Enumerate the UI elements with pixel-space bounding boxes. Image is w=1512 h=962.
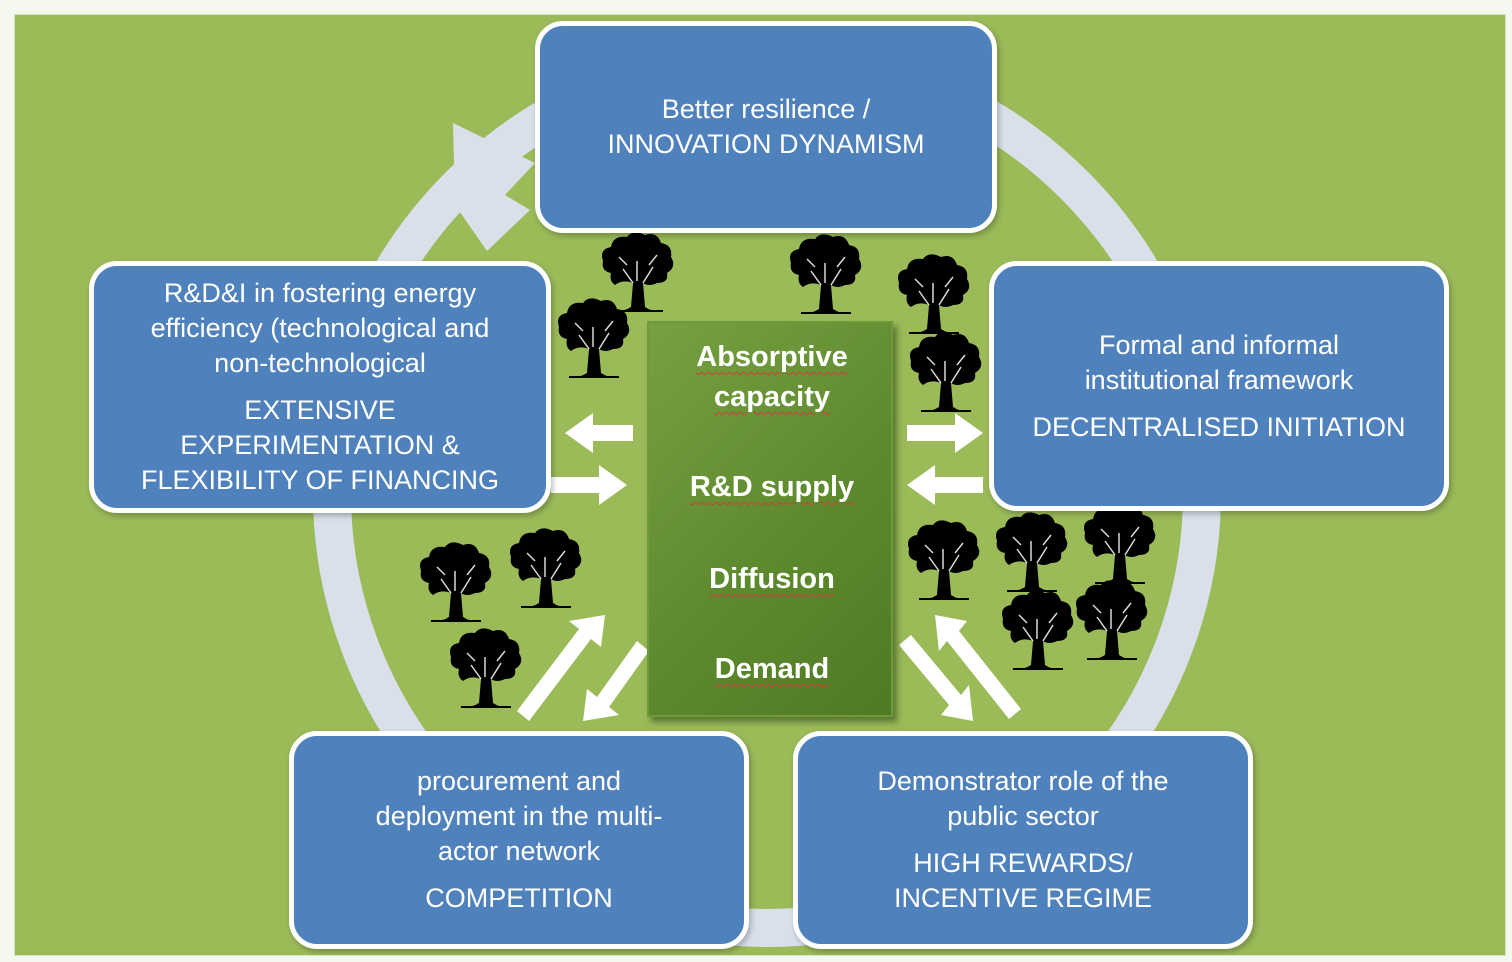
box-text: R&D&I in fostering energy <box>163 278 477 308</box>
box-caption: COMPETITION <box>425 883 613 913</box>
box-text: institutional framework <box>1084 364 1354 395</box>
double-arrow-bottom-left <box>517 615 649 721</box>
box-text: public sector <box>947 801 1099 831</box>
tree-icon <box>789 233 863 314</box>
box-text: procurement and <box>416 766 622 796</box>
tree-icon <box>557 297 631 378</box>
center-item-diffusion: Diffusion <box>709 563 835 595</box>
center-item-absorptive: Absorptive <box>696 341 848 373</box>
diagram-canvas: Better resilience / INNOVATION DYNAMISM … <box>14 14 1506 956</box>
box-caption: DECENTRALISED INITIATION <box>1032 411 1406 442</box>
tree-icon <box>907 519 981 600</box>
double-arrow-bottom-right <box>899 615 1021 721</box>
box-text: Better resilience / <box>661 94 871 124</box>
tree-icon <box>1083 503 1157 584</box>
tree-icon <box>1001 589 1075 670</box>
tree-icon <box>995 511 1069 592</box>
box-caption: FLEXIBILITY OF FINANCING <box>140 465 500 495</box>
box-procurement-competition: procurement and deployment in the multi-… <box>289 731 749 949</box>
box-institutional-framework: Formal and informal institutional framew… <box>989 261 1449 511</box>
box-text: non-technological <box>214 348 426 378</box>
box-caption: EXTENSIVE <box>244 395 396 425</box>
center-item-rd-supply: R&D supply <box>689 471 855 503</box>
tree-icon <box>419 541 493 622</box>
box-caption: INNOVATION DYNAMISM <box>607 129 925 159</box>
box-text: efficiency (technological and <box>150 313 490 343</box>
center-innovation-factors: Absorptive capacity R&D supply Diffusion… <box>647 321 893 717</box>
tree-icon <box>449 627 523 708</box>
center-item-demand: Demand <box>714 653 830 685</box>
box-innovation-dynamism: Better resilience / INNOVATION DYNAMISM <box>535 21 997 233</box>
double-arrow-left <box>551 413 633 505</box>
tree-icon <box>601 231 675 312</box>
box-text: Formal and informal <box>1098 329 1340 360</box>
center-item-capacity: capacity <box>713 381 831 413</box>
tree-icon <box>897 253 971 334</box>
tree-icon <box>1075 579 1149 660</box>
tree-icon <box>509 527 583 608</box>
box-caption: INCENTIVE REGIME <box>893 883 1153 913</box>
tree-icon <box>909 331 983 412</box>
box-text: Demonstrator role of the <box>877 766 1169 796</box>
double-arrow-right <box>907 413 983 505</box>
box-text: actor network <box>437 836 601 866</box>
box-caption: HIGH REWARDS/ <box>913 848 1133 878</box>
box-rdi-financing: R&D&I in fostering energy efficiency (te… <box>89 261 551 513</box>
box-caption: EXPERIMENTATION & <box>180 430 460 460</box>
box-text: deployment in the multi- <box>375 801 663 831</box>
box-public-sector-rewards: Demonstrator role of the public sector H… <box>793 731 1253 949</box>
cycle-arrowhead <box>453 123 535 251</box>
